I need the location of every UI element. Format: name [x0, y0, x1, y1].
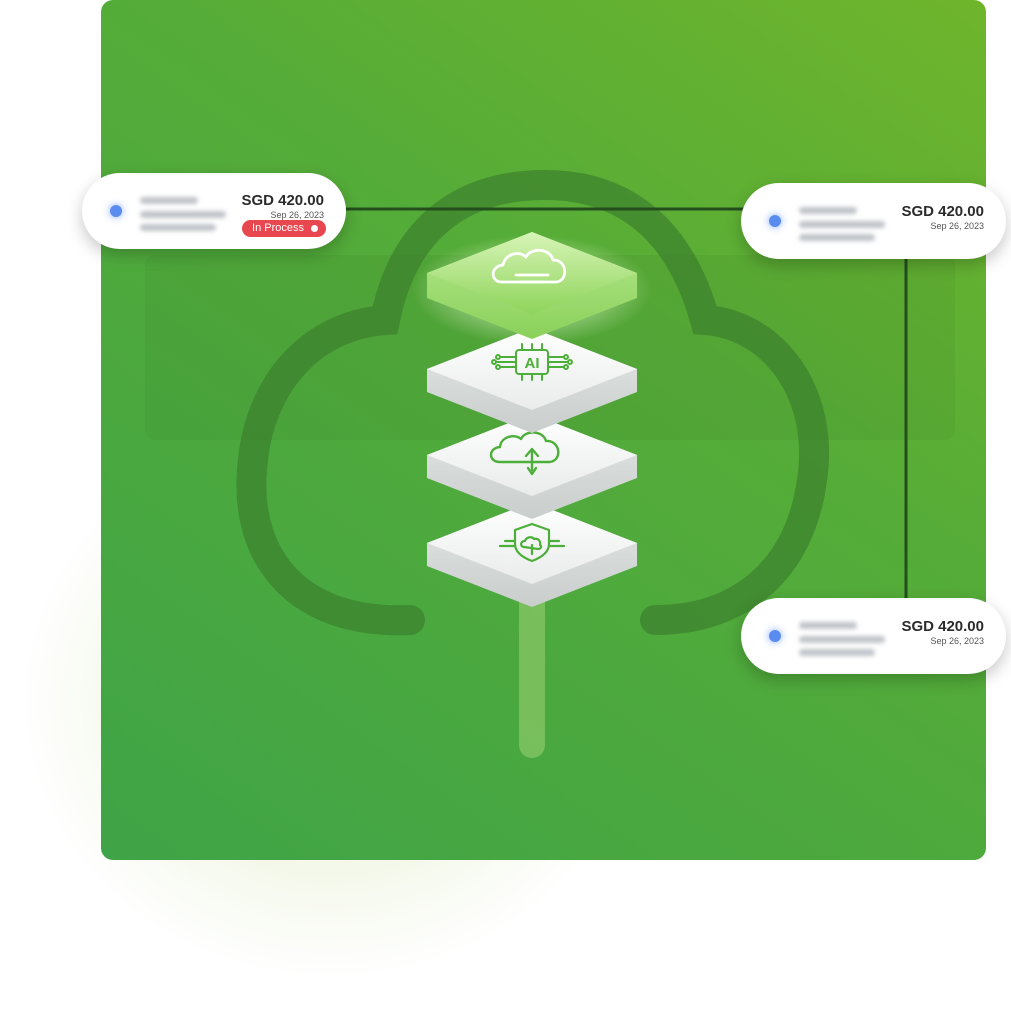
- status-badge: In Process: [242, 220, 326, 237]
- cloud-upload-icon: [489, 431, 560, 476]
- tile-upload: [427, 414, 637, 519]
- blurred-line: [140, 224, 216, 231]
- transaction-card-1[interactable]: SGD 420.00 Sep 26, 2023 In Process: [82, 173, 346, 249]
- tile-ai: AI: [427, 328, 637, 433]
- transaction-card-2[interactable]: SGD 420.00 Sep 26, 2023: [741, 183, 1006, 259]
- shield-cloud-icon: [498, 522, 566, 563]
- card-amount: SGD 420.00: [901, 203, 984, 220]
- card-date: Sep 26, 2023: [930, 221, 984, 231]
- cloud-icon: [491, 248, 567, 284]
- status-dot-icon: [769, 630, 781, 642]
- blurred-line: [799, 636, 885, 643]
- blurred-line: [799, 649, 875, 656]
- status-label: In Process: [252, 222, 304, 234]
- blurred-line: [799, 234, 875, 241]
- card-date: Sep 26, 2023: [930, 636, 984, 646]
- status-dot-icon: [769, 215, 781, 227]
- blurred-name: [799, 622, 857, 629]
- ai-chip-label: AI: [525, 355, 540, 372]
- ai-chip-icon: [491, 343, 573, 381]
- transaction-card-3[interactable]: SGD 420.00 Sep 26, 2023: [741, 598, 1006, 674]
- blurred-line: [799, 221, 885, 228]
- tile-security: [427, 502, 637, 607]
- blurred-line: [140, 211, 226, 218]
- blurred-name: [140, 197, 198, 204]
- cloud-outline: [236, 169, 830, 636]
- card-amount: SGD 420.00: [241, 192, 324, 209]
- status-badge-dot-icon: [311, 225, 318, 232]
- tile-cloud: [412, 232, 652, 345]
- blurred-name: [799, 207, 857, 214]
- status-dot-icon: [110, 205, 122, 217]
- card-date: Sep 26, 2023: [270, 210, 324, 220]
- card-amount: SGD 420.00: [901, 618, 984, 635]
